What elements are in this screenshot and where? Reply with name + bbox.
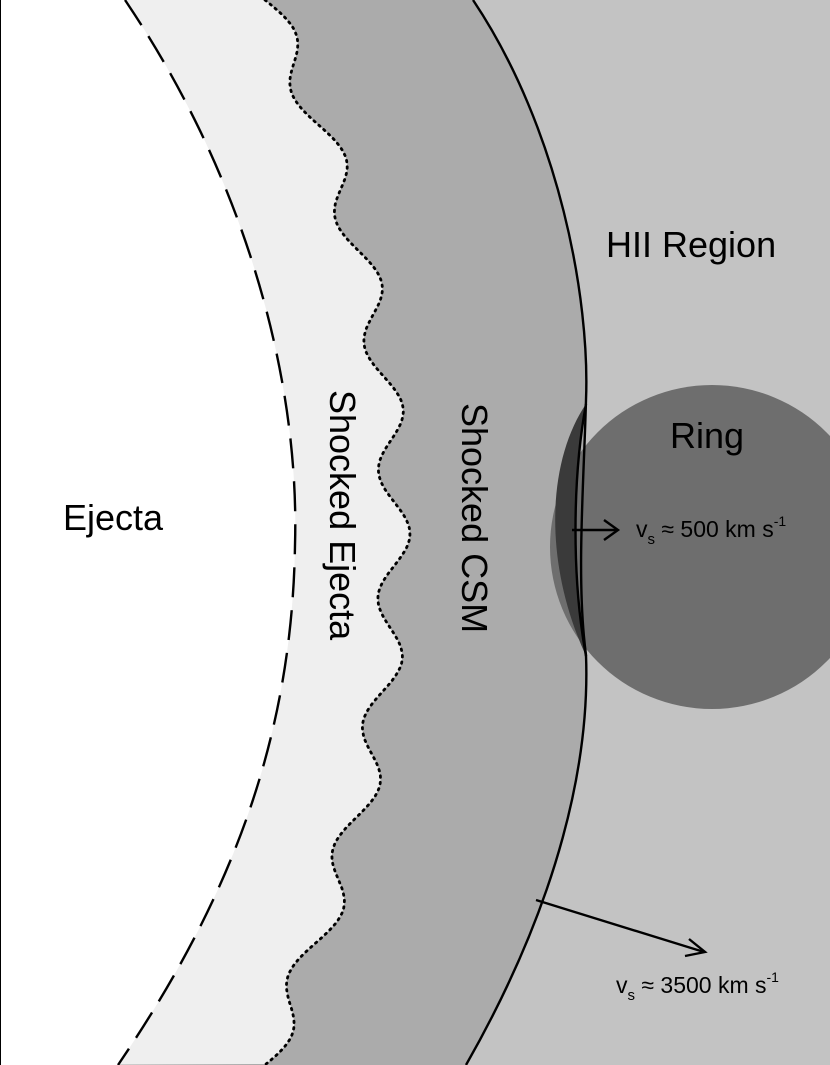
ring-shock-velocity-label: vs ≈ 500 km s-1: [636, 513, 786, 548]
ring-label: Ring: [670, 415, 744, 456]
velocity-value: ≈ 3500 km s: [635, 972, 767, 998]
reverse-shock-line: [117, 0, 297, 1065]
ring-shock-arrow: [572, 519, 621, 541]
ejecta-label: Ejecta: [63, 497, 164, 538]
velocity-symbol: v: [616, 972, 628, 998]
velocity-value: ≈ 500 km s: [655, 516, 774, 542]
velocity-symbol: v: [636, 516, 648, 542]
blast-wave-arrow: [535, 898, 708, 958]
ring-shocked-layer: [555, 404, 586, 656]
velocity-subscript: s: [648, 531, 656, 548]
shocked-csm-label: Shocked CSM: [454, 403, 495, 633]
shocked-ejecta-label: Shocked Ejecta: [322, 390, 363, 641]
ring-clump: [550, 385, 830, 709]
contact-discontinuity-line: [263, 0, 412, 1065]
blast-wave-velocity-label: vs ≈ 3500 km s-1: [616, 969, 779, 1004]
velocity-exponent: -1: [767, 969, 780, 985]
ejecta-area: [0, 0, 296, 1065]
velocity-subscript: s: [628, 987, 636, 1004]
velocity-exponent: -1: [774, 513, 787, 529]
hii-region-label: HII Region: [606, 224, 776, 265]
